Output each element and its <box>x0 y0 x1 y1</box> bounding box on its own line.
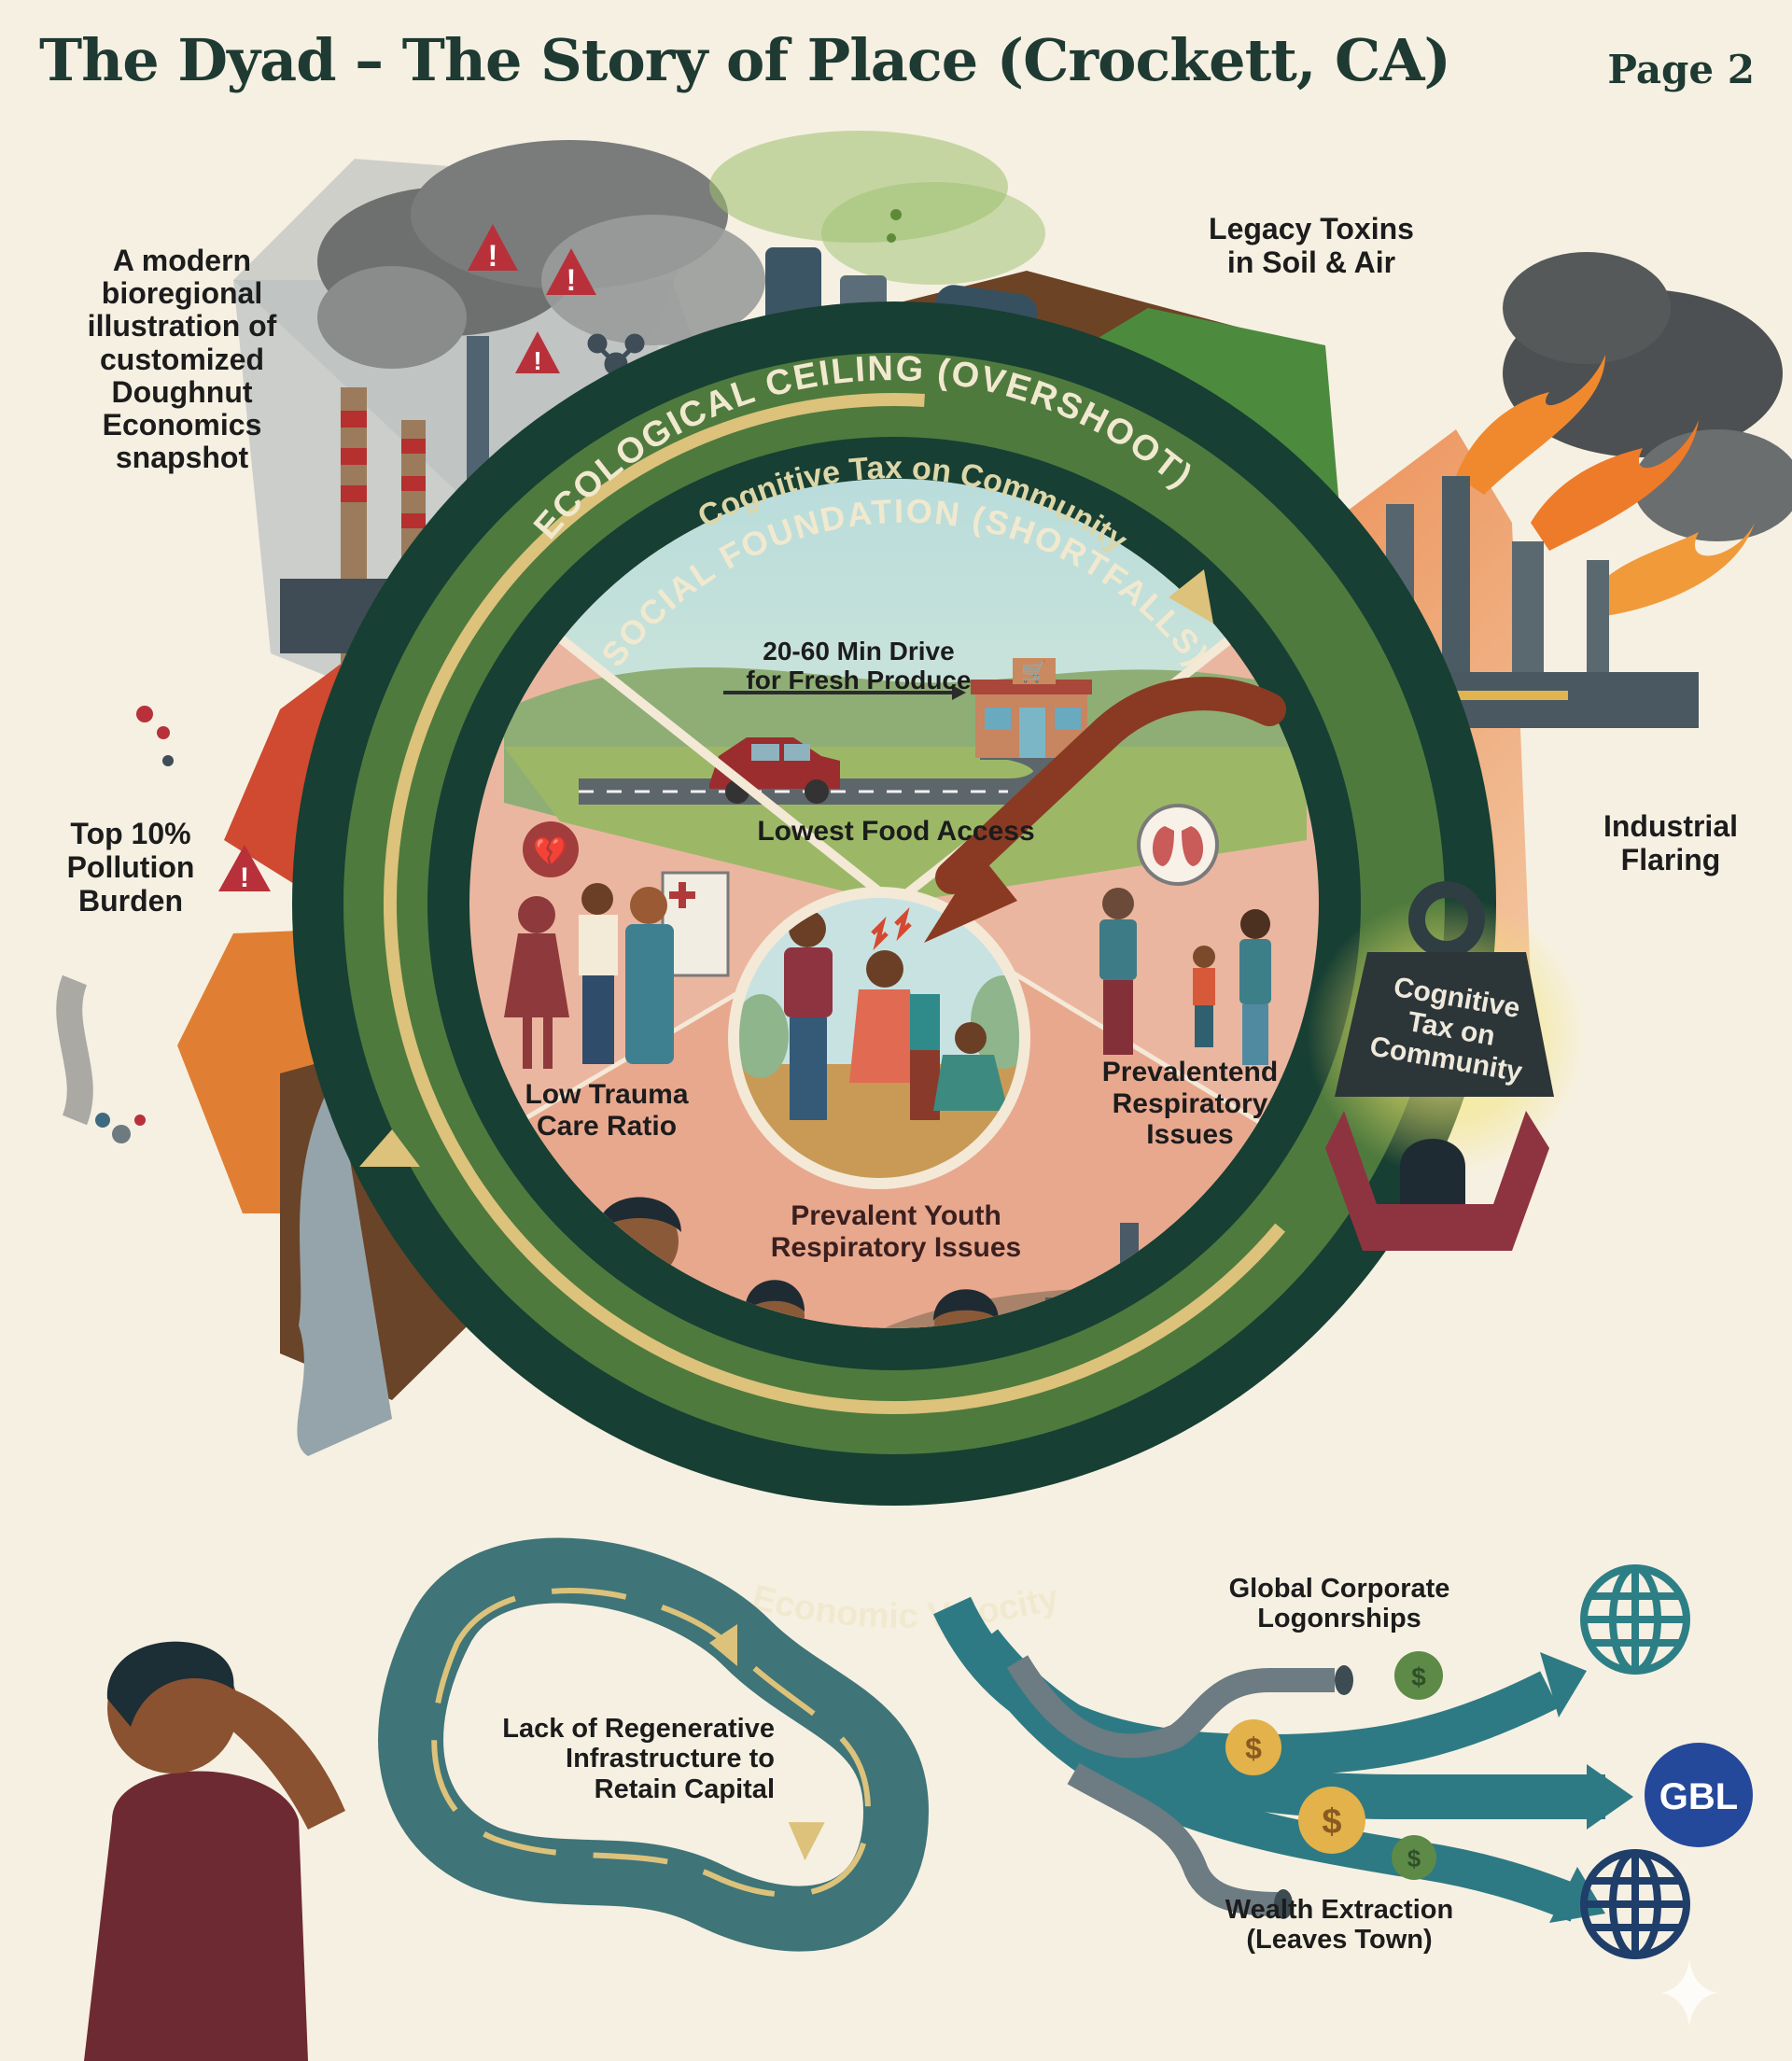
wealth-outflow <box>933 1596 1633 1923</box>
trauma-care-label: Low Trauma Care Ratio <box>525 1079 689 1142</box>
svg-text:🛒: 🛒 <box>1021 660 1046 683</box>
coin-icon: $ <box>1392 1835 1436 1880</box>
wealth-extraction-label: Wealth Extraction (Leaves Town) <box>1225 1895 1454 1956</box>
warning-icon: ! <box>468 224 518 273</box>
economic-velocity-label: Economic Velocity <box>749 1578 1063 1636</box>
youth-respiratory-label: Prevalent Youth Respiratory Issues <box>770 1200 1022 1263</box>
svg-text:!: ! <box>533 346 541 375</box>
coin-icon: $ <box>1225 1719 1281 1775</box>
warning-icon: ! <box>515 331 560 375</box>
regenerative-infrastructure-label: Lack of Regenerative Infrastructure to R… <box>502 1714 775 1804</box>
svg-text:!: ! <box>488 239 498 273</box>
svg-text:$: $ <box>1411 1662 1426 1691</box>
legacy-toxins-label: Legacy Toxins in Soil & Air <box>1209 212 1414 279</box>
worried-man-illustration <box>84 1641 345 2061</box>
regenerative-loop <box>378 1537 930 1952</box>
refinery-flares-icon <box>1381 252 1792 728</box>
page-title: The Dyad – The Story of Place (Crockett,… <box>39 26 1451 94</box>
global-corporate-label: Global Corporate Logonrships <box>1228 1574 1450 1634</box>
clinic-people-icon: 💔 <box>504 821 730 1069</box>
pollution-burden-label: Top 10% Pollution Burden <box>66 817 195 918</box>
svg-text:$: $ <box>1407 1844 1421 1872</box>
coin-icon: $ <box>1394 1651 1443 1700</box>
globe-icon <box>1580 1849 1690 1959</box>
gbl-badge: GBL <box>1645 1743 1753 1847</box>
intro-note: A modern bioregional illustration of cus… <box>87 244 277 475</box>
food-access-label: Lowest Food Access <box>757 816 1035 847</box>
svg-text:!: ! <box>240 862 249 893</box>
svg-text:💔: 💔 <box>533 835 568 867</box>
coin-icon: $ <box>1298 1787 1365 1854</box>
industrial-flaring-label: Industrial Flaring <box>1603 809 1738 876</box>
extraction-arrow-head <box>924 854 1017 943</box>
svg-text:GBL: GBL <box>1659 1776 1738 1817</box>
car-icon <box>709 737 840 804</box>
globe-icon <box>1580 1564 1690 1675</box>
kettlebell-weight-icon <box>1307 881 1587 1251</box>
extraction-arrow <box>935 677 1286 894</box>
hazard-icons: ! <box>56 706 271 1143</box>
food-drive-detail: 20-60 Min Drive for Fresh Produce <box>746 637 972 695</box>
svg-text:!: ! <box>567 263 577 297</box>
ring-flow-arrows <box>359 569 1213 1167</box>
respiratory-issues-label: Prevalentend Respiratory Issues <box>1101 1057 1279 1151</box>
sparkle-icon <box>1661 1960 1717 2026</box>
coin-icons: $ $ $ $ <box>1225 1651 1443 1880</box>
svg-text:$: $ <box>1322 1802 1341 1842</box>
page-number: Page 2 <box>1607 47 1755 92</box>
family-lungs-icon <box>1099 804 1271 1065</box>
warning-icon: ! <box>218 845 271 893</box>
segment-food <box>485 479 1307 904</box>
warning-icon: ! <box>546 248 596 297</box>
svg-text:$: $ <box>1245 1732 1262 1765</box>
